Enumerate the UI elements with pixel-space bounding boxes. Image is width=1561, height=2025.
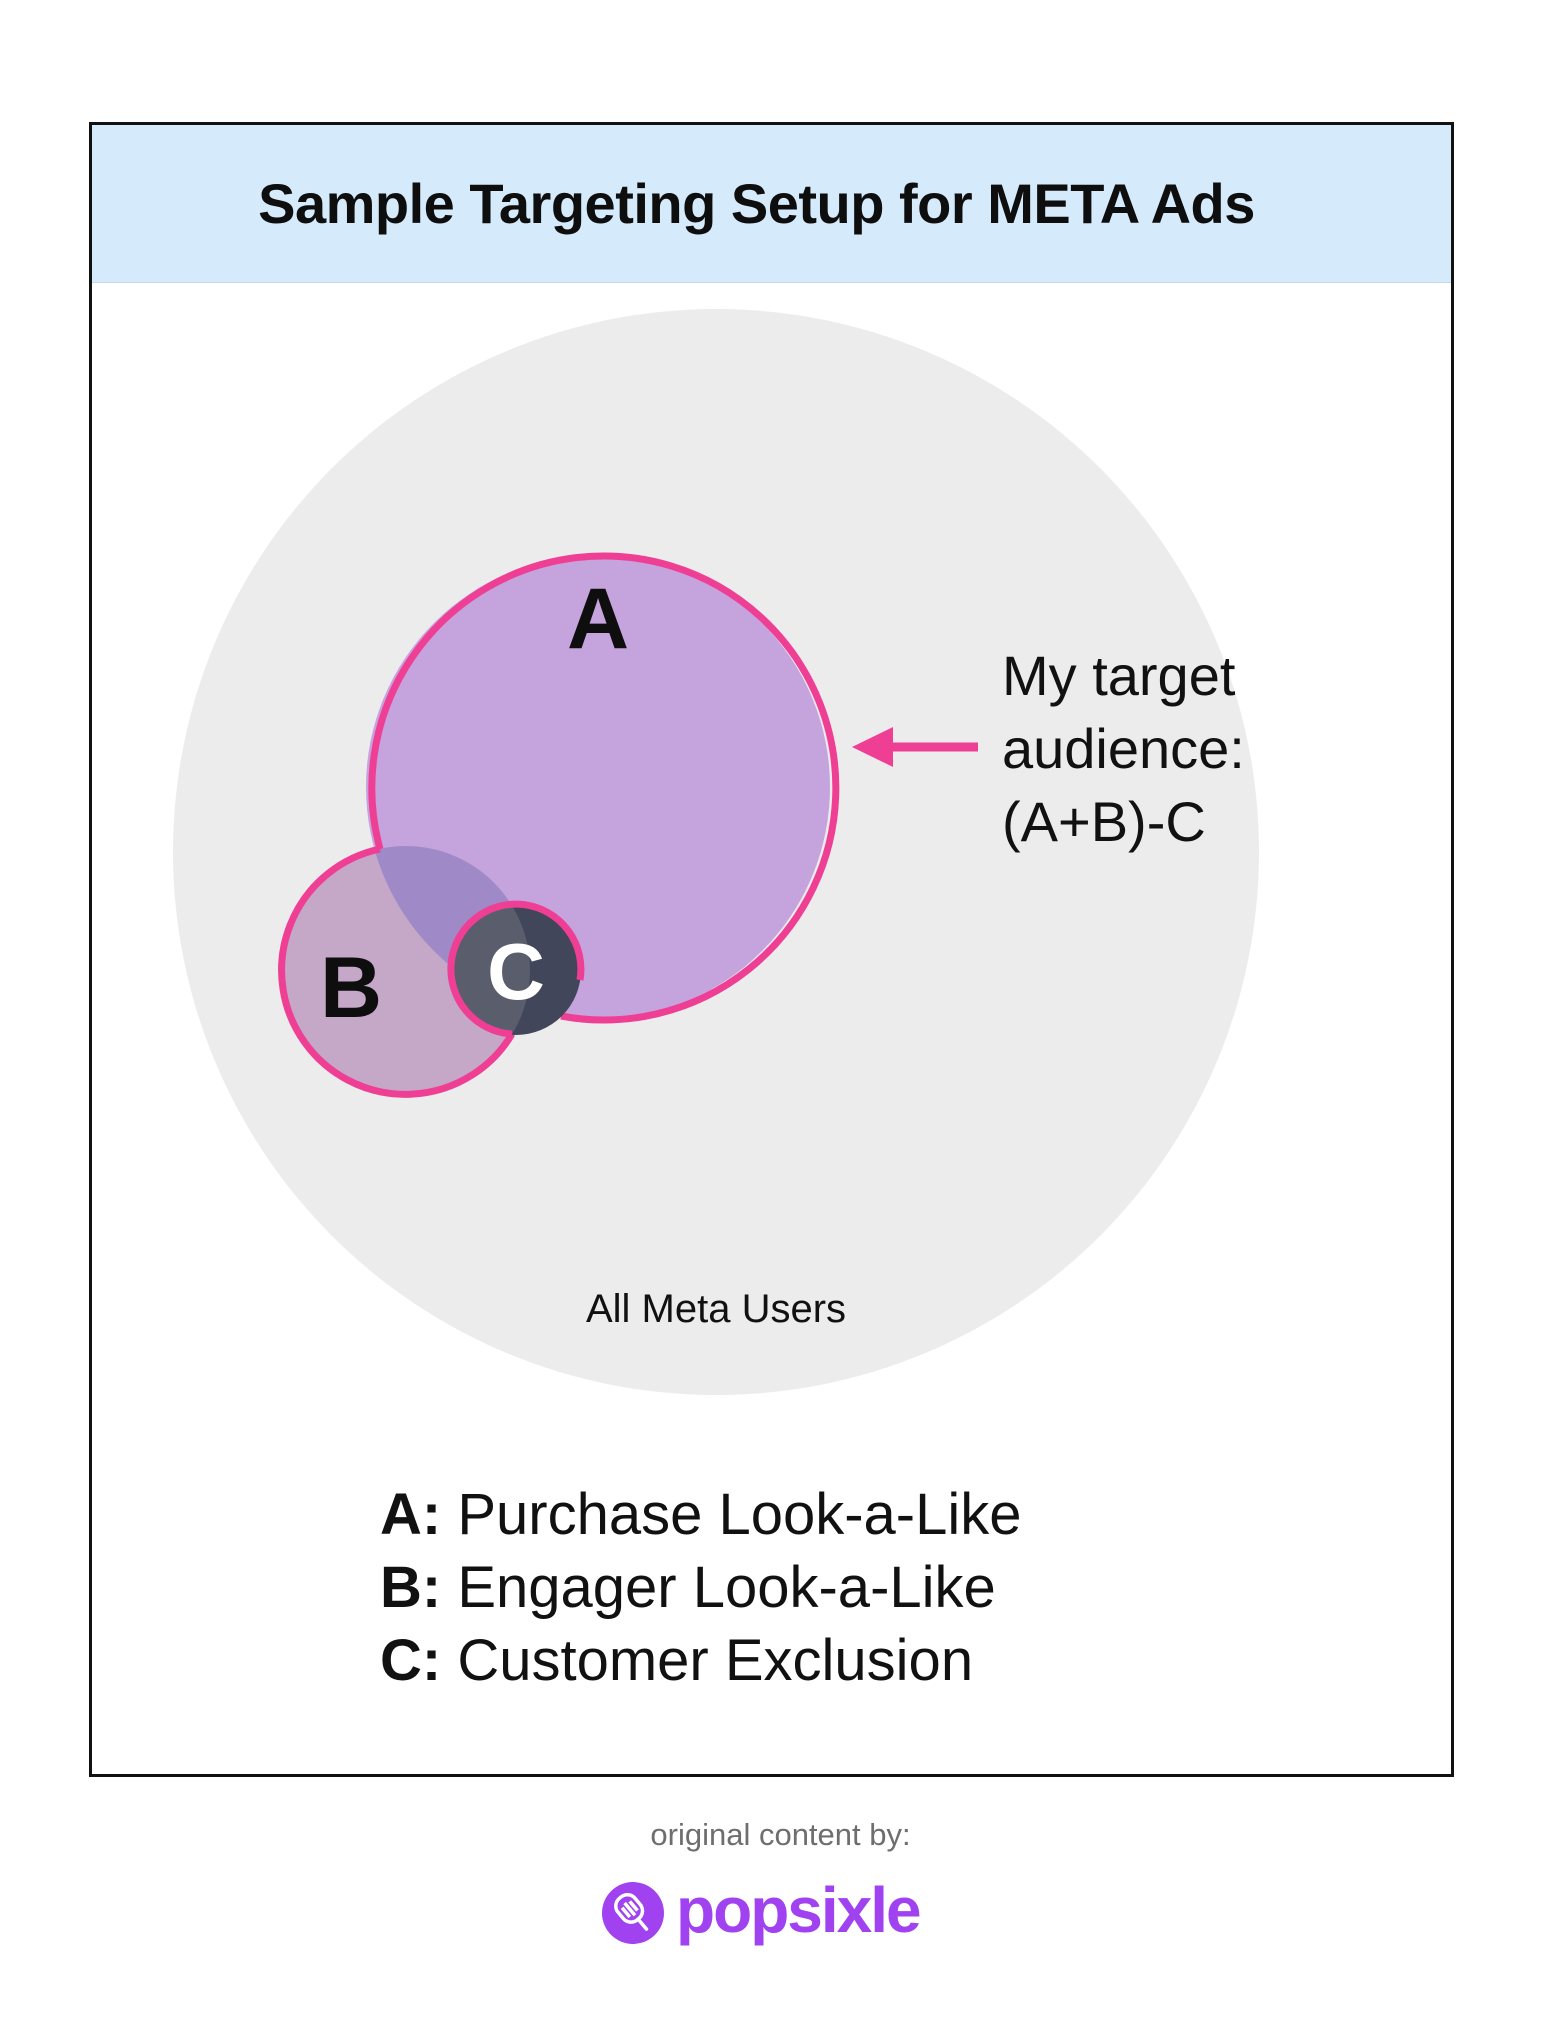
brand-name: popsixle xyxy=(676,1874,922,1946)
legend-text: Purchase Look-a-Like xyxy=(457,1482,1022,1547)
title-bar: Sample Targeting Setup for META Ads xyxy=(92,125,1451,283)
circle-b-label: B xyxy=(320,940,382,1036)
target-label-line-1: My target xyxy=(1002,644,1236,707)
target-arrow xyxy=(852,727,978,767)
circle-c-outline xyxy=(447,900,585,1038)
legend-key: C: xyxy=(380,1628,442,1693)
circle-a-label: A xyxy=(567,571,629,667)
page-title: Sample Targeting Setup for META Ads xyxy=(258,172,1255,235)
union-outline xyxy=(278,552,840,1098)
circle-c-label: C xyxy=(487,927,545,1016)
brand-logo[interactable]: popsixle xyxy=(600,1874,922,1946)
legend-key: A: xyxy=(380,1482,442,1547)
legend-text: Engager Look-a-Like xyxy=(457,1555,996,1620)
legend-item-c: C: Customer Exclusion xyxy=(380,1624,1022,1697)
circle-c-overlap-b xyxy=(451,905,530,1035)
all-users-label: All Meta Users xyxy=(586,1287,846,1331)
legend-item-a: A: Purchase Look-a-Like xyxy=(380,1478,1022,1551)
target-label-line-3: (A+B)-C xyxy=(1002,790,1206,853)
target-label-line-2: audience: xyxy=(1002,717,1245,780)
legend-text: Customer Exclusion xyxy=(457,1628,974,1693)
credit-caption: original content by: xyxy=(650,1817,911,1852)
popsicle-icon xyxy=(602,1882,664,1944)
legend-item-b: B: Engager Look-a-Like xyxy=(380,1551,1022,1624)
legend: A: Purchase Look-a-Like B: Engager Look-… xyxy=(380,1478,1022,1697)
legend-key: B: xyxy=(380,1555,442,1620)
